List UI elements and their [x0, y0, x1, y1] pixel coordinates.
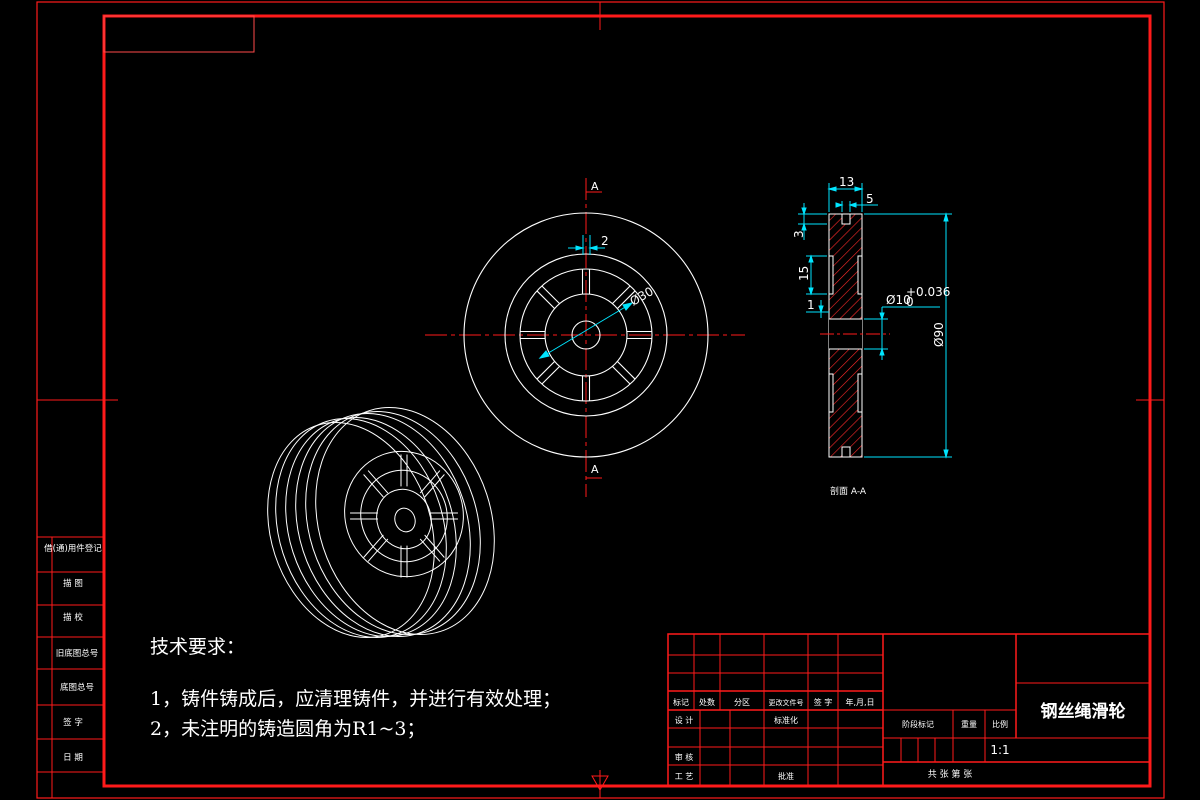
drawing-frame — [36, 1, 1165, 799]
dim-groove-width: 5 — [866, 192, 874, 206]
spoke-edge — [536, 361, 555, 380]
section-view: 13 5 3 15 1 Ø10 +0.036 0 Ø90 剖面 A-A — [792, 175, 952, 497]
tech-requirements: 技术要求： 1，铸件铸成后，应清理铸件，并进行有效处理； 2，未注明的铸造圆角为… — [150, 632, 561, 744]
tb-approve: 批准 — [778, 771, 794, 781]
dim-bore-tol-upper: +0.036 — [906, 285, 950, 299]
side-table-cell: 描 图 — [63, 578, 83, 589]
front-view: 2 Ø30 A A — [425, 178, 745, 497]
spoke-edge — [536, 290, 555, 309]
section-view-label: 剖面 A-A — [830, 485, 867, 497]
tech-requirement-item: 2，未注明的铸造圆角为R1~3； — [150, 718, 426, 740]
tb-header-cell: 签 字 — [814, 697, 833, 707]
side-table-cell: 签 字 — [63, 717, 83, 728]
isometric-view — [267, 407, 495, 638]
tb-review: 审 核 — [675, 752, 694, 762]
front-view-centerlines — [425, 178, 745, 497]
spoke-edge — [617, 290, 636, 309]
tb-header-cell: 年,月,日 — [845, 697, 874, 707]
dim-offset: 1 — [807, 298, 815, 312]
front-view-spokes — [520, 269, 652, 401]
side-table-cell: 旧底图总号 — [56, 648, 99, 659]
iso-spoke-edge — [419, 538, 441, 562]
iso-spoke-edge — [363, 534, 384, 558]
iso-spoke-edge — [363, 474, 384, 498]
tb-sheets: 共 张 第 张 — [928, 768, 973, 780]
tech-requirement-item: 1，铸件铸成后，应清理铸件，并进行有效处理； — [150, 688, 562, 710]
tb-scale-value: 1:1 — [990, 743, 1009, 757]
section-dimensions — [798, 183, 952, 459]
dim-outer-diameter: Ø90 — [932, 322, 946, 347]
tb-header-cell: 更改文件号 — [769, 698, 804, 707]
part-name: 钢丝绳滑轮 — [1041, 701, 1126, 722]
title-block-labels: 标记 处数 分区 更改文件号 签 字 年,月,日 设 计 标准化 审 核 工 艺… — [673, 697, 1126, 781]
dim-width-total: 13 — [839, 175, 854, 189]
dim-rib-width: 2 — [601, 234, 609, 248]
tb-stage-mark: 阶段标记 — [902, 719, 934, 729]
spoke-edge — [541, 366, 560, 385]
tb-weight: 重量 — [961, 719, 977, 729]
section-mark-top: A — [591, 180, 599, 193]
side-table-cell: 借(通)用件登记 — [44, 543, 102, 554]
tb-design: 设 计 — [675, 715, 694, 725]
section-mark-bottom: A — [591, 463, 599, 476]
iso-spoke-edge — [419, 470, 441, 494]
tech-requirements-title: 技术要求： — [150, 636, 246, 658]
spoke-edge — [612, 366, 631, 385]
side-table-labels: 借(通)用件登记 描 图 描 校 旧底图总号 底图总号 签 字 日 期 — [44, 543, 102, 763]
side-table — [37, 536, 104, 798]
title-block — [667, 633, 1151, 787]
spoke-edge — [612, 285, 631, 304]
tb-header-cell: 分区 — [734, 698, 750, 707]
dim-groove-depth: 3 — [792, 230, 806, 238]
front-view-dimensions — [538, 235, 634, 359]
iso-spoke-edge — [424, 474, 445, 498]
tb-standardize: 标准化 — [774, 715, 798, 725]
spoke-edge — [541, 285, 560, 304]
side-table-cell: 日 期 — [63, 753, 83, 763]
side-table-cell: 底图总号 — [60, 682, 94, 693]
dim-bore: Ø10 — [886, 293, 911, 307]
tb-process: 工 艺 — [675, 772, 694, 781]
iso-spoke-edge — [367, 470, 389, 494]
dim-groove-spacing: 15 — [797, 266, 811, 281]
iso-spoke-edge — [424, 534, 445, 558]
spoke-edge — [617, 361, 636, 380]
iso-spoke-edge — [367, 538, 389, 562]
tb-header-cell: 标记 — [673, 697, 689, 707]
section-body — [820, 213, 890, 458]
front-view-outline — [463, 212, 709, 458]
dim-bore-tol-lower: 0 — [906, 295, 914, 309]
tb-header-cell: 处数 — [699, 697, 715, 707]
side-table-cell: 描 校 — [63, 612, 83, 623]
tb-scale-label: 比例 — [992, 719, 1008, 729]
